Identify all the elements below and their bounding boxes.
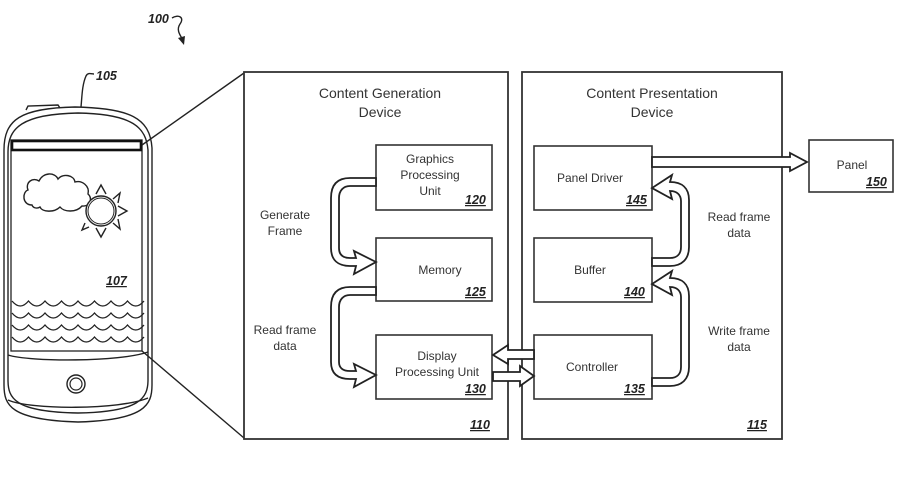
dpu-to-controller-arrow-icon xyxy=(492,364,536,388)
content-generation-device: Content Generation Device 110 Graphics P… xyxy=(243,71,509,440)
gpu-label-line1: Graphics xyxy=(406,152,454,166)
memory-box xyxy=(375,237,493,302)
controller-box xyxy=(533,334,653,400)
write-frame-data-arrow-icon xyxy=(650,268,690,387)
cgd-read-frame-label-line1: Read frame xyxy=(254,323,317,337)
dpu-ref-label: 130 xyxy=(465,382,486,396)
figure-ref-leader xyxy=(171,15,184,41)
dpu-label-line2: Processing Unit xyxy=(395,365,480,379)
cgd-read-frame-label-line2: data xyxy=(273,339,297,353)
cpd-title-line2: Device xyxy=(631,104,674,120)
gpu-block: Graphics Processing Unit 120 xyxy=(375,144,493,211)
phone-ref-leader xyxy=(80,72,95,108)
controller-label: Controller xyxy=(566,360,618,374)
figure-reference: 100 xyxy=(148,12,185,45)
read-frame-data-arrow-cgd-icon xyxy=(330,286,378,389)
panel-driver-label: Panel Driver xyxy=(557,171,623,185)
cloud-icon xyxy=(23,173,92,212)
panel-driver-box xyxy=(533,145,653,211)
dpu-box xyxy=(375,334,493,400)
panel-driver-block: Panel Driver 145 xyxy=(533,145,653,211)
cgd-title-line1: Content Generation xyxy=(319,85,441,101)
phone-status-bar xyxy=(10,139,143,152)
phone-side-button xyxy=(25,104,61,111)
panel-box xyxy=(808,139,894,193)
cpd-title-line1: Content Presentation xyxy=(586,85,718,101)
gpu-label-line2: Processing xyxy=(400,168,459,182)
wave-line xyxy=(11,311,145,319)
cpd-read-frame-label-line1: Read frame xyxy=(708,210,771,224)
wave-line xyxy=(11,335,145,343)
generate-frame-label-line1: Generate xyxy=(260,208,310,222)
gpu-ref-label: 120 xyxy=(465,193,486,207)
panel-block: Panel 150 xyxy=(808,139,894,193)
zoom-line-bottom xyxy=(141,350,245,439)
memory-label: Memory xyxy=(418,263,461,277)
dpu-block: Display Processing Unit 130 xyxy=(375,334,493,400)
cpd-read-frame-label-line2: data xyxy=(727,226,751,240)
buffer-block: Buffer 140 xyxy=(533,237,653,303)
waves-icon xyxy=(11,299,145,343)
screen-ref-label: 107 xyxy=(106,274,128,288)
read-frame-data-arrow-cpd-icon xyxy=(650,172,690,267)
phone-device: 105 107 xyxy=(3,69,153,423)
write-frame-label-line2: data xyxy=(727,340,751,354)
cgd-title-line2: Device xyxy=(359,104,402,120)
panel-label: Panel xyxy=(837,158,868,172)
controller-block: Controller 135 xyxy=(533,334,653,400)
panel-driver-ref-label: 145 xyxy=(626,193,648,207)
panel-ref-label: 150 xyxy=(866,175,887,189)
cpd-ref-label: 115 xyxy=(747,418,768,432)
memory-block: Memory 125 xyxy=(375,237,493,302)
controller-ref-label: 135 xyxy=(624,382,646,396)
buffer-ref-label: 140 xyxy=(624,285,645,299)
figure-ref-label: 100 xyxy=(148,12,169,26)
cgd-ref-label: 110 xyxy=(470,418,490,432)
buffer-box xyxy=(533,237,653,303)
dpu-label-line1: Display xyxy=(417,349,456,363)
write-frame-label-line1: Write frame xyxy=(708,324,770,338)
sun-icon xyxy=(80,183,129,239)
phone-ref-label: 105 xyxy=(96,69,118,83)
buffer-label: Buffer xyxy=(574,263,606,277)
figure-ref-arrowhead-icon xyxy=(178,36,185,45)
controller-to-dpu-arrow-icon xyxy=(491,343,535,366)
phone-bezel-curve xyxy=(7,351,149,361)
phone-body xyxy=(3,106,153,423)
generate-frame-arrow-icon xyxy=(330,177,378,276)
gpu-label-line3: Unit xyxy=(419,184,441,198)
wave-line xyxy=(11,299,145,307)
home-button-inner xyxy=(69,377,83,391)
zoom-line-top xyxy=(141,72,245,146)
memory-ref-label: 125 xyxy=(465,285,487,299)
phone-screen xyxy=(10,139,143,352)
generate-frame-label-line2: Frame xyxy=(268,224,303,238)
phone-body-inner xyxy=(7,112,149,414)
phone-bottom-curve xyxy=(7,397,149,408)
content-presentation-device: Content Presentation Device 115 Panel Dr… xyxy=(521,71,783,440)
wave-line xyxy=(11,323,145,331)
panel-driver-to-panel-arrow-icon xyxy=(651,151,809,173)
